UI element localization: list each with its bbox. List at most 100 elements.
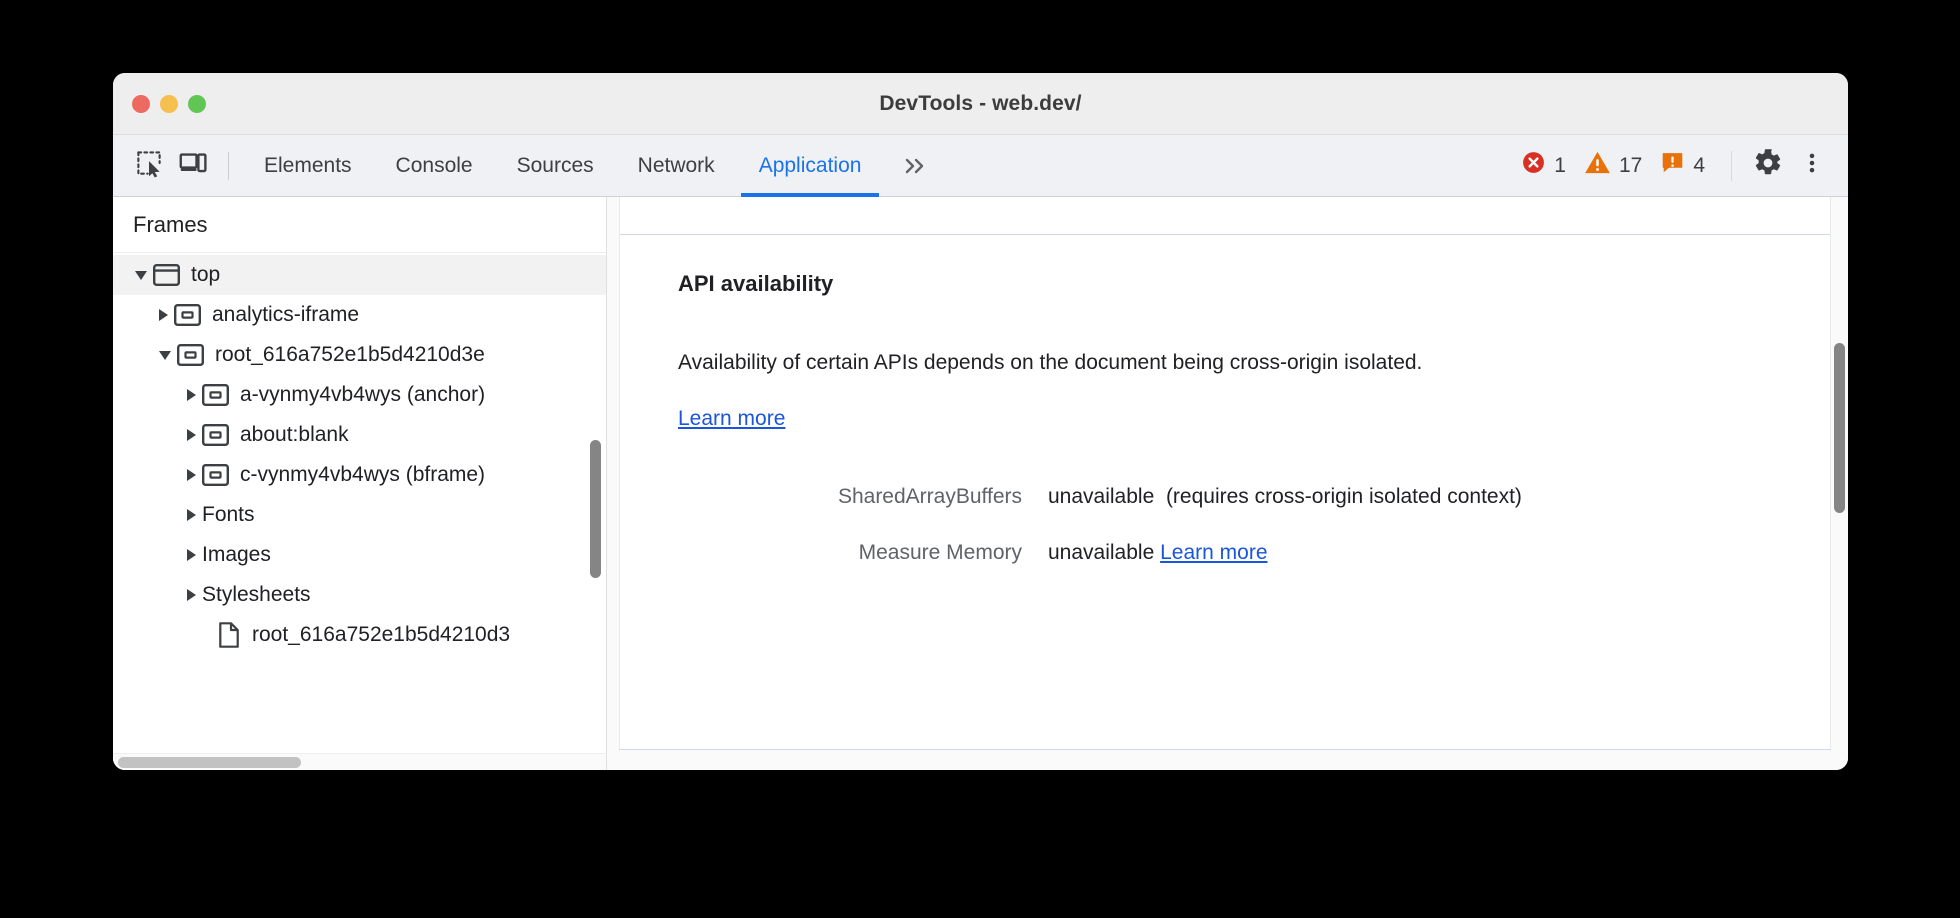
row-value-cell: unavailable Learn more	[1048, 525, 1830, 581]
frame-window-icon	[153, 264, 180, 286]
settings-button[interactable]	[1746, 144, 1790, 188]
chevron-double-right-icon	[906, 158, 924, 173]
iframe-icon	[202, 424, 229, 446]
warning-icon	[1584, 150, 1611, 181]
chevron-right-icon[interactable]	[187, 589, 196, 601]
tree-item-label: root_616a752e1b5d4210d3	[252, 623, 511, 646]
tree-item-label: Fonts	[202, 503, 255, 526]
row-key: SharedArrayBuffers	[837, 485, 1022, 508]
tree-item-label: top	[191, 263, 221, 286]
row-value-cell: unavailable (requires cross-origin isola…	[1048, 469, 1830, 525]
issues-counter[interactable]: 4	[1660, 150, 1705, 181]
issues-count: 4	[1693, 153, 1705, 177]
tree-item-label: about:blank	[240, 423, 349, 446]
tree-item-label: c-vynmy4vb4wys (bframe)	[240, 463, 486, 486]
tree-item-bframe[interactable]: c-vynmy4vb4wys (bframe)	[113, 455, 606, 495]
tab-network[interactable]: Network	[616, 135, 737, 196]
row-key: Measure Memory	[858, 541, 1022, 564]
tree-item-label: Stylesheets	[202, 583, 311, 606]
tab-elements[interactable]: Elements	[242, 135, 374, 196]
sidebar-horizontal-scrollbar-track[interactable]	[113, 753, 606, 770]
panel-tabs: Elements Console Sources Network Applica…	[242, 135, 945, 197]
chevron-right-icon[interactable]	[159, 309, 168, 321]
tree-item-label: root_616a752e1b5d4210d3e	[215, 343, 485, 366]
tree-item-about-blank[interactable]: about:blank	[113, 415, 606, 455]
main-vertical-scrollbar[interactable]	[1834, 343, 1845, 513]
description-text: Availability of certain APIs depends on …	[678, 351, 1423, 374]
measure-memory-learn-more-link[interactable]: Learn more	[1160, 541, 1268, 564]
more-tabs-button[interactable]	[883, 135, 945, 196]
toolbar-right-group: 1 17	[1521, 135, 1834, 196]
api-availability-section: API availability Availability of certain…	[620, 235, 1830, 581]
api-availability-table: SharedArrayBuffers unavailable (requires…	[678, 469, 1830, 581]
table-row: SharedArrayBuffers unavailable (requires…	[678, 469, 1830, 525]
row-value: unavailable	[1048, 485, 1155, 508]
tree-item-analytics-iframe[interactable]: analytics-iframe	[113, 295, 606, 335]
device-toolbar-button[interactable]	[171, 144, 215, 188]
tab-label: Elements	[264, 153, 352, 177]
tree-item-label: analytics-iframe	[212, 303, 360, 326]
chevron-down-icon[interactable]	[135, 270, 147, 280]
chevron-right-icon[interactable]	[187, 429, 196, 441]
table-row: Measure Memory unavailable Learn more	[678, 525, 1830, 581]
tab-console[interactable]: Console	[374, 135, 495, 196]
report-divider-bottom	[619, 749, 1831, 750]
chevron-right-icon[interactable]	[187, 509, 196, 521]
chevron-right-icon[interactable]	[187, 549, 196, 561]
inspect-element-icon	[134, 148, 164, 183]
chevron-down-icon[interactable]	[159, 350, 171, 360]
tab-label: Network	[637, 153, 715, 177]
more-vertical-icon	[1799, 150, 1825, 181]
iframe-icon	[174, 304, 201, 326]
maximize-window-button[interactable]	[188, 94, 206, 113]
issue-icon	[1660, 150, 1685, 181]
frame-details-report: API availability Availability of certain…	[619, 197, 1831, 750]
tree-item-root-document[interactable]: root_616a752e1b5d4210d3	[113, 615, 606, 655]
iframe-icon	[177, 344, 204, 366]
tree-item-top[interactable]: top	[113, 255, 606, 295]
traffic-lights	[132, 94, 206, 113]
row-note: (requires cross-origin isolated context)	[1165, 485, 1522, 508]
tree-item-root-frame[interactable]: root_616a752e1b5d4210d3e	[113, 335, 606, 375]
inspect-element-button[interactable]	[127, 144, 171, 188]
tree-item-images[interactable]: Images	[113, 535, 606, 575]
warning-counter[interactable]: 17	[1584, 150, 1642, 181]
tree-item-fonts[interactable]: Fonts	[113, 495, 606, 535]
sidebar-horizontal-scrollbar-thumb[interactable]	[118, 757, 301, 768]
iframe-icon	[202, 384, 229, 406]
row-value: unavailable	[1048, 541, 1155, 564]
devtools-toolbar: Elements Console Sources Network Applica…	[113, 135, 1848, 197]
frames-tree: top analytics-iframe	[113, 253, 606, 655]
tab-sources[interactable]: Sources	[495, 135, 616, 196]
chevron-right-icon[interactable]	[187, 389, 196, 401]
warning-count: 17	[1618, 153, 1643, 177]
toolbar-divider-right	[1731, 150, 1732, 181]
section-title: API availability	[678, 271, 834, 296]
close-window-button[interactable]	[132, 94, 150, 113]
tab-application[interactable]: Application	[737, 135, 884, 197]
window-title: DevTools - web.dev/	[879, 91, 1082, 115]
chevron-right-icon[interactable]	[187, 469, 196, 481]
error-icon	[1521, 150, 1546, 181]
more-options-button[interactable]	[1790, 144, 1834, 188]
gear-icon	[1753, 148, 1783, 183]
frame-details-panel: API availability Availability of certain…	[607, 197, 1848, 770]
tree-item-anchor-frame[interactable]: a-vynmy4vb4wys (anchor)	[113, 375, 606, 415]
error-counter[interactable]: 1	[1521, 150, 1566, 181]
api-availability-description: Availability of certain APIs depends on …	[678, 335, 1468, 447]
sidebar-vertical-scrollbar[interactable]	[590, 440, 601, 578]
toolbar-divider	[228, 151, 229, 180]
frames-sidebar: Frames top	[113, 197, 607, 770]
error-count: 1	[1554, 153, 1566, 177]
tab-label: Application	[758, 153, 862, 177]
device-toolbar-icon	[178, 148, 208, 183]
minimize-window-button[interactable]	[160, 94, 178, 113]
report-divider-top	[620, 234, 1830, 235]
tree-item-label: Images	[202, 543, 271, 566]
tree-item-stylesheets[interactable]: Stylesheets	[113, 575, 606, 615]
tab-label: Console	[395, 153, 473, 177]
learn-more-link[interactable]: Learn more	[678, 407, 786, 430]
title-bar: DevTools - web.dev/	[113, 73, 1848, 135]
tree-item-label: a-vynmy4vb4wys (anchor)	[240, 383, 486, 406]
tab-label: Sources	[516, 153, 594, 177]
